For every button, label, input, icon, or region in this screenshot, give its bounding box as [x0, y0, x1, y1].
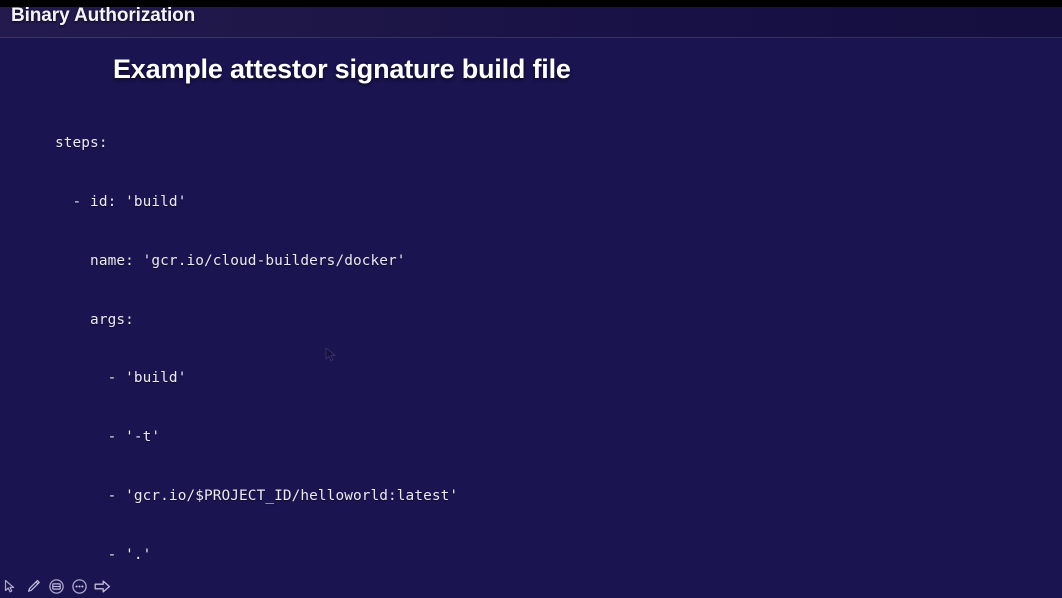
yaml-code-block: steps: - id: 'build' name: 'gcr.io/cloud…: [55, 95, 1045, 598]
top-letterbox: [0, 0, 1062, 7]
code-line: - 'build': [55, 370, 187, 387]
code-line: - '-t': [55, 429, 161, 446]
code-line: - 'gcr.io/$PROJECT_ID/helloworld:latest': [55, 487, 459, 504]
slide-heading: Example attestor signature build file: [113, 54, 571, 84]
slide-icon[interactable]: [46, 576, 67, 597]
next-slide-arrow-icon[interactable]: [92, 576, 113, 597]
code-line: - '.': [55, 546, 152, 563]
code-line: args:: [55, 311, 134, 328]
more-options-icon[interactable]: [69, 576, 90, 597]
presenter-toolbar[interactable]: [0, 574, 113, 598]
pen-icon[interactable]: [23, 576, 44, 597]
pointer-icon[interactable]: [0, 576, 21, 597]
code-line: - id: 'build': [55, 193, 187, 210]
slide-header-band: [0, 7, 1062, 38]
code-line: steps:: [55, 135, 108, 152]
code-line: name: 'gcr.io/cloud-builders/docker': [55, 252, 406, 269]
deck-title: Binary Authorization: [11, 5, 196, 26]
